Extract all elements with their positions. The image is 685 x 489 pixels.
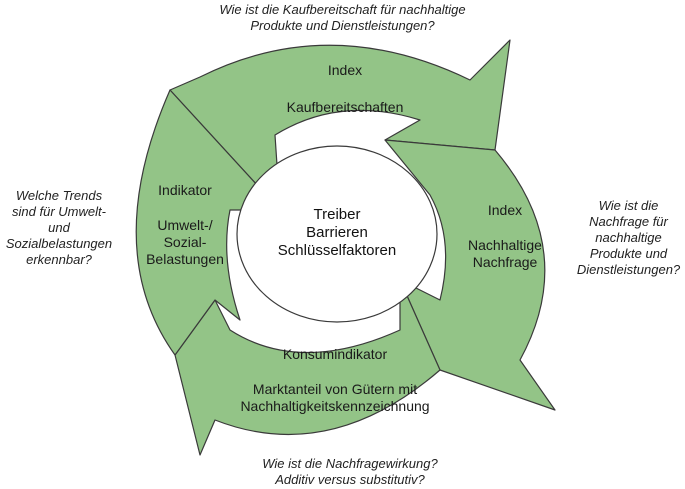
question-right-line: Nachfrage für — [589, 214, 668, 229]
question-top-line: Wie ist die Kaufbereitschaft für nachhal… — [219, 2, 466, 17]
segment-left-text: Sozial- — [163, 234, 207, 250]
question-left-line: Welche Trends — [15, 188, 103, 203]
question-right-line: nachhaltige — [595, 230, 662, 245]
question-left-line: erkennbar? — [26, 252, 92, 267]
segment-bottom-label: Konsumindikator Marktanteil von Gütern m… — [210, 346, 460, 415]
cycle-arrow-top — [169, 39, 511, 211]
segment-right-text: Nachhaltige — [468, 237, 542, 253]
center-label: Treiber Barrieren Schlüsselfaktoren — [262, 206, 412, 260]
question-bottom-line: Additiv versus substitutiv? — [275, 472, 425, 487]
cycle-arrow-right — [384, 139, 556, 411]
question-top: Wie ist die Kaufbereitschaft für nachhal… — [180, 2, 505, 34]
question-left-line: Sozialbelastungen — [5, 236, 113, 251]
segment-top-text: Kaufbereitschaften — [286, 99, 404, 115]
question-right-line: Wie ist die — [598, 198, 659, 213]
segment-left-text: Belastungen — [146, 251, 224, 267]
center-line: Schlüsselfaktoren — [277, 242, 397, 259]
question-left: Welche Trends sind für Umwelt- und Sozia… — [0, 188, 118, 268]
question-right: Wie ist die Nachfrage für nachhaltige Pr… — [572, 198, 685, 278]
question-right-line: Produkte und — [589, 246, 668, 261]
question-top-line: Produkte und Dienstleistungen? — [250, 18, 435, 33]
question-bottom-line: Wie ist die Nachfragewirkung? — [262, 456, 438, 471]
cycle-arrow-bottom — [174, 279, 441, 456]
center-line: Treiber — [313, 206, 361, 223]
center-line: Barrieren — [306, 224, 368, 241]
segment-left-label: Indikator Umwelt-/ Sozial- Belastungen — [130, 182, 240, 268]
segment-bottom-heading: Konsumindikator — [282, 346, 388, 362]
question-bottom: Wie ist die Nachfragewirkung? Additiv ve… — [220, 456, 480, 488]
segment-left-heading: Indikator — [158, 182, 212, 198]
segment-left-text: Umwelt-/ — [157, 217, 213, 233]
segment-top-heading: Index — [327, 62, 363, 78]
question-left-line: und — [48, 220, 70, 235]
question-right-line: Dienstleistungen? — [576, 262, 681, 277]
segment-top-label: Index Kaufbereitschaften — [240, 62, 450, 116]
segment-bottom-text: Marktanteil von Gütern mit — [252, 381, 418, 397]
cycle-arrow-left — [135, 89, 281, 356]
segment-right-label: Index Nachhaltige Nachfrage — [450, 202, 560, 271]
question-left-line: sind für Umwelt- — [12, 204, 106, 219]
segment-right-text: Nachfrage — [472, 254, 538, 270]
segment-bottom-text: Nachhaltigkeitskennzeichnung — [240, 398, 430, 414]
segment-right-heading: Index — [487, 202, 523, 218]
center-hole — [236, 145, 438, 323]
